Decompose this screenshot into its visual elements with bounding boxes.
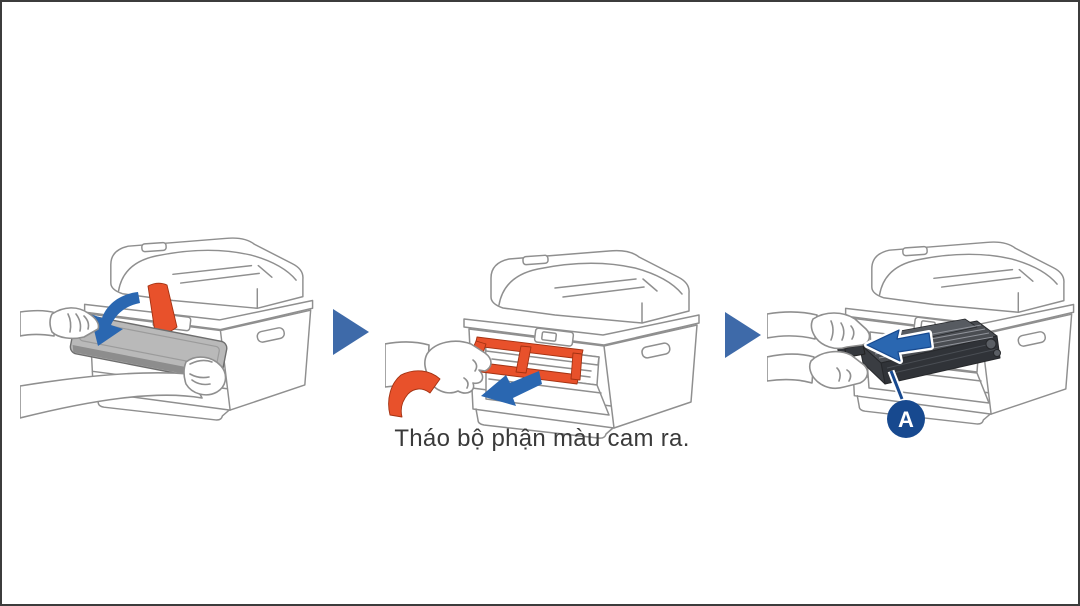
next-step-arrow-icon [333,309,369,355]
step-1-open-front-cover-illustration [20,237,314,421]
step-caption: Tháo bộ phận màu cam ra. [394,425,690,452]
orange-ribbon [388,370,441,418]
pull-direction-arrow-icon [481,371,542,406]
lower-hand-icon [767,350,869,390]
part-a-badge-label: A [898,407,914,432]
open-cover-curved-arrow-icon [90,292,140,346]
right-hand-icon [20,356,227,419]
part-a-badge: A [887,369,925,438]
next-step-arrow-icon [725,312,761,358]
step-2-remove-orange-part-illustration [385,249,700,439]
pull-direction-arrow-icon [864,327,934,364]
left-hand-icon [20,307,100,340]
step-3-pull-out-drum-illustration: A [767,241,1075,438]
upper-hand-icon [767,311,871,350]
